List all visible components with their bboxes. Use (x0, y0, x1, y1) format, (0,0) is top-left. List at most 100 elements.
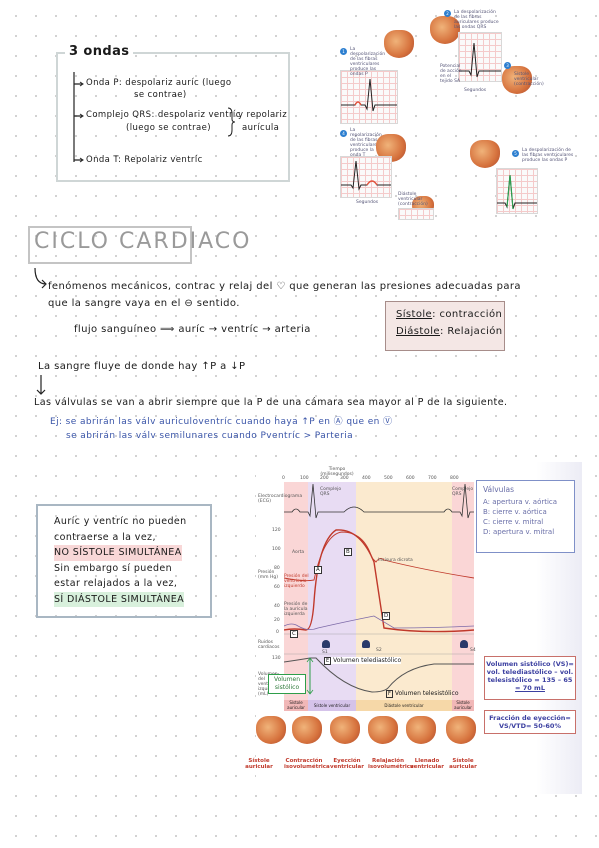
example-line1: Ej: se abrirán las válv auriculoventríc … (50, 417, 393, 427)
x-tick-600: 600 (406, 476, 415, 481)
sounds-row-label: Ruidos cardiacos (258, 640, 280, 650)
diastole-label: Diástole (396, 326, 440, 337)
definition-line2: que la sangre vaya en el ⊖ sentido. (48, 298, 240, 309)
ekg-caption-3: Potencial de acción en el tejido SA (440, 64, 462, 84)
ecg-row-label: Electrocardiograma (ECG) (258, 494, 303, 504)
p-wave-line2: se contrae) (134, 90, 187, 100)
down-arrow (36, 375, 46, 395)
p-tick-0: 0 (276, 630, 279, 635)
la-pressure-label: Presión de la aurícula izquierda (284, 602, 308, 617)
x-tick-300: 300 (340, 476, 349, 481)
valves-legend-item-b: B: cierre v. aórtica (483, 508, 547, 516)
note-line5: estar relajados a la vez, (54, 578, 178, 589)
lv-pressure-label: Presión del ventrículo izquierdo (284, 574, 309, 589)
title-box (28, 226, 192, 264)
note-line1: Auríc y ventríc no pueden (54, 516, 187, 527)
heart-phase-5 (406, 716, 436, 744)
heart-illustration-2 (430, 16, 460, 44)
ejection-fraction-line1: Fracción de eyección= (489, 714, 571, 722)
point-b: B (344, 548, 352, 556)
phase-label-1: Sístole auricular (245, 758, 273, 770)
x-tick-700: 700 (428, 476, 437, 481)
step-4-marker: 4 (340, 130, 347, 137)
ekg-panel-1 (340, 70, 398, 124)
note-box (36, 504, 212, 618)
ejection-fraction-box: Fracción de eyección= VS/VTD= 50-60% (484, 710, 576, 734)
valve-icon-s4 (460, 640, 468, 648)
cycle-curves (284, 483, 474, 695)
ekg-axis-label-bottom: Segundos (356, 200, 379, 205)
v-tick-130: 130 (272, 656, 281, 661)
heart-illustration-3 (502, 66, 532, 94)
ekg-caption-5: La repolarización de las fibras ventricu… (350, 128, 382, 158)
stroke-volume-box: Volumen sistólico (VS)= vol. telediastól… (484, 656, 576, 700)
t-wave-line: Onda T: Repolariz ventríc (86, 155, 203, 165)
valve-icon-s2 (362, 640, 370, 648)
point-c: C (290, 630, 298, 638)
point-f: F (386, 690, 393, 698)
ekg-panel-5 (398, 208, 434, 220)
end-systolic-volume: F Volumen telesistólico (386, 690, 459, 698)
ekg-caption-2: La despolarización de las fibras auricul… (454, 10, 499, 30)
step-5-marker: 5 (512, 150, 519, 157)
heart-phase-6 (446, 716, 476, 744)
waves-box (56, 52, 290, 182)
valves-legend-item-c: C: cierre v. mitral (483, 518, 544, 526)
definition-line1: fenómenos mecánicos, contrac y relaj del… (48, 281, 521, 292)
dicrotic-notch-label: Incisura dicrota (378, 558, 413, 563)
x-tick-0: 0 (282, 476, 285, 481)
p-tick-40: 40 (274, 604, 280, 609)
end-systolic-volume-label: Volumen telesistólico (394, 690, 459, 697)
band-atrial-systole-2 (452, 482, 474, 702)
band-label-1: Sístole auricular (284, 700, 308, 711)
x-tick-200: 200 (320, 476, 329, 481)
systole-text: : contracción (432, 309, 503, 320)
diastole-text: : Relajación (440, 326, 503, 337)
phase-label-6: Sístole auricular (449, 758, 477, 770)
point-e: E (324, 657, 332, 665)
point-d: D (382, 612, 391, 620)
stroke-volume-tag: Volumen sistólico (268, 674, 306, 694)
band-label-2: Sístole ventricular (308, 700, 356, 711)
stroke-volume-line2: vol. telediastólico – vol. (486, 668, 574, 676)
repol-line2: aurícula (242, 123, 280, 133)
heart-phase-2 (292, 716, 322, 744)
p-tick-20: 20 (274, 618, 280, 623)
x-tick-800: 800 (450, 476, 459, 481)
note-line6: SÍ DIÁSTOLE SIMULTÁNEA (54, 591, 185, 607)
sound-s1: S1 (322, 650, 328, 655)
valves-legend-item-a: A: apertura v. aórtica (483, 498, 558, 506)
valve-icon-s1 (322, 640, 330, 648)
valves-legend-item-d: D: apertura v. mitral (483, 528, 555, 536)
note-line4: Sin embargo sí pueden (54, 562, 173, 574)
end-diastolic-volume: E Volumen telediastólico (324, 657, 402, 665)
p-tick-120: 120 (272, 528, 281, 533)
ekg-axis-label-top: Segundos (464, 88, 487, 93)
blood-flow: flujo sanguíneo ⟹ auríc → ventríc → arte… (74, 324, 311, 335)
band-label-3: Diástole ventricular (356, 700, 452, 711)
sound-s2: S2 (376, 648, 382, 653)
end-diastolic-volume-label: Volumen telediastólico (333, 657, 402, 664)
stroke-volume-line4: = 70 mL (515, 684, 545, 692)
ekg-caption-7: Diástole ventricular (contracción) (398, 192, 428, 207)
stroke-volume-line3: telesistólico = 135 – 65 (487, 676, 573, 684)
x-tick-500: 500 (384, 476, 393, 481)
step-2-marker: 2 (444, 10, 451, 17)
diastole-definition: Diástole: Relajación (396, 326, 503, 337)
heart-phase-4 (368, 716, 398, 744)
ekg-figure: 1 La despolarización de las fibras ventr… (336, 10, 586, 220)
p-tick-100: 100 (272, 547, 281, 552)
heart-illustration-1 (384, 30, 414, 58)
pressure-rule: La sangre fluye de donde hay ↑P a ↓P (38, 361, 246, 372)
valves-legend-title: Válvulas (483, 485, 515, 494)
phase-label-3: Eyección ventricular (330, 758, 364, 770)
ekg-panel-3 (340, 156, 392, 198)
definition-arrow (34, 267, 47, 289)
repol-brace (227, 107, 236, 137)
note-line2: contraerse a la vez, (54, 531, 156, 543)
heart-phase-3 (330, 716, 360, 744)
ekg-caption-6: La despolarización de las fibras ventric… (522, 148, 574, 163)
systole-definition: Sístole: contracción (396, 309, 502, 320)
time-label: Tiempo (milisegundos) (320, 467, 354, 477)
band-atrial-systole-1 (284, 482, 308, 702)
